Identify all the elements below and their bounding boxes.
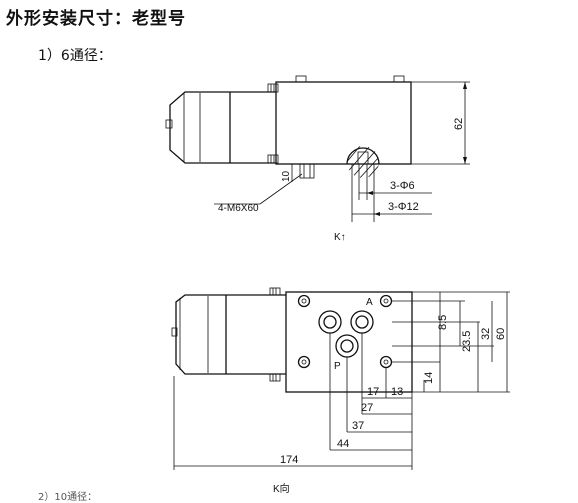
section-subtitle: 1）6通径： — [38, 48, 112, 64]
dim-27: 27 — [361, 402, 373, 414]
dim-17: 17 — [367, 386, 379, 398]
dim-174: 174 — [280, 454, 298, 466]
dim-13: 13 — [391, 386, 403, 398]
port-p-label: P — [334, 361, 341, 372]
port-a-label: A — [366, 297, 373, 308]
solenoid-coil-top — [169, 91, 230, 164]
valve-body-top — [275, 81, 412, 165]
bolt-label: 4-M6X60 — [218, 203, 259, 214]
phi-6-label: 3-Φ6 — [390, 180, 415, 192]
dim-44: 44 — [337, 438, 349, 450]
dim-37: 37 — [352, 420, 364, 432]
top-view: 3-Φ6 3-Φ12 62 10 4-M6X60 K↑ — [165, 75, 470, 243]
k-view-marker: K↑ — [334, 232, 346, 243]
dim-8-5: 8.5 — [437, 315, 449, 330]
k-view-label: K向 — [273, 482, 290, 495]
dim-32: 32 — [480, 328, 492, 340]
valve-body-bottom — [285, 291, 413, 393]
page-title: 外形安装尺寸：老型号 — [6, 9, 186, 29]
dim-62: 62 — [453, 118, 465, 130]
dim-10: 10 — [281, 170, 292, 182]
phi-12-label: 3-Φ12 — [388, 201, 419, 213]
dim-23-5: 23.5 — [461, 331, 473, 352]
bottom-view: A P 8.5 23.5 32 60 14 17 13 27 37 — [171, 287, 510, 495]
solenoid-coil-bottom — [175, 294, 226, 375]
dim-14: 14 — [423, 372, 435, 384]
dim-60: 60 — [495, 328, 507, 340]
section-hatch — [347, 146, 379, 178]
